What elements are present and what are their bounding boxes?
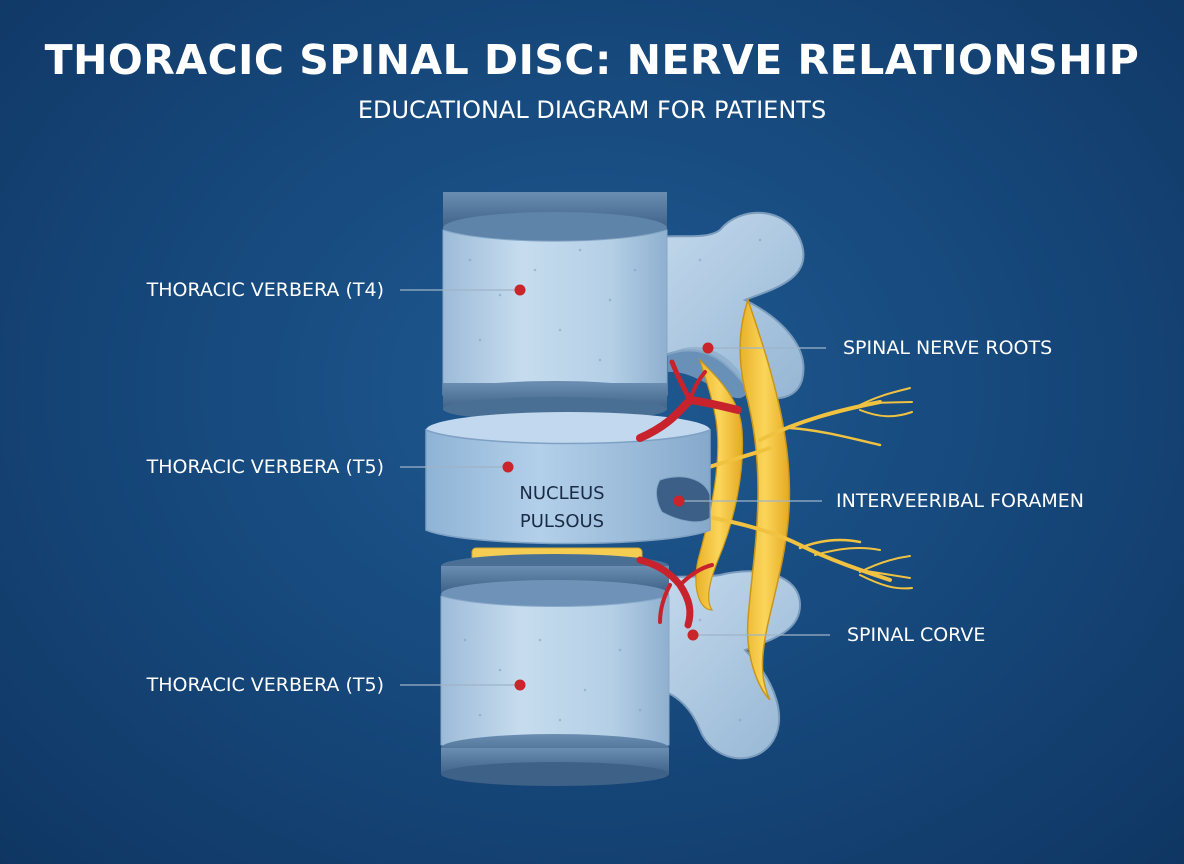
leader-lines <box>400 289 830 686</box>
nucleus-pulposus-label: NUCLEUS PULSOUS <box>500 480 624 536</box>
marker-t5-disc <box>502 461 514 473</box>
marker-foramen <box>673 495 685 507</box>
markers <box>502 284 714 691</box>
label-thoracic-t5-lower: THORACIC VERBERA (T5) <box>146 674 384 696</box>
marker-t5-lower <box>514 679 526 691</box>
nucleus-line-1: NUCLEUS <box>519 483 605 504</box>
label-spinal-nerve-roots: SPINAL NERVE ROOTS <box>843 337 1053 359</box>
label-intervertebral-foramen: INTERVEERIBAL FORAMEN <box>836 490 1084 512</box>
nucleus-line-2: PULSOUS <box>519 511 605 532</box>
label-thoracic-t4: THORACIC VERBERA (T4) <box>146 279 384 301</box>
vertebra-t4 <box>442 192 668 421</box>
vertebra-t5-lower <box>440 554 670 786</box>
marker-t4 <box>514 284 526 296</box>
marker-nerve-roots <box>702 342 714 354</box>
page-subtitle: EDUCATIONAL DIAGRAM FOR PATIENTS <box>357 96 827 124</box>
spinal-nerve-trunk <box>695 297 791 701</box>
marker-corve <box>687 629 699 641</box>
label-spinal-corve: SPINAL CORVE <box>847 624 986 646</box>
bone-texture <box>463 238 762 722</box>
label-thoracic-t5-disc: THORACIC VERBERA (T5) <box>146 456 384 478</box>
blood-vessels <box>636 359 742 629</box>
page-title: THORACIC SPINAL DISC: NERVE RELATIONSHIP <box>44 36 1140 84</box>
